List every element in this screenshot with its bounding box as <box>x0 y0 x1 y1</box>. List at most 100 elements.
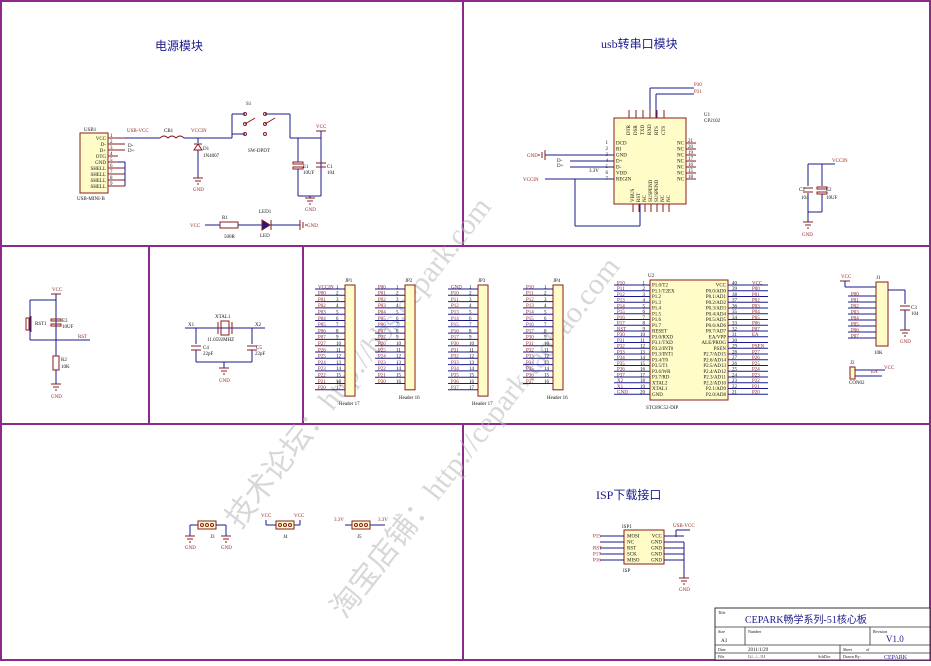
cp2102-right-pin-number: 20 <box>688 145 694 150</box>
mcu-right-pin-label: P2.2/AD10 <box>703 381 726 386</box>
d1-ref: D1 <box>203 147 210 152</box>
gnd-label-j3b: GND <box>221 546 232 551</box>
mcu-right-pin-label: P0.4/AD4 <box>706 312 727 317</box>
mcu-left-pin-number: 15 <box>640 362 646 367</box>
jp4-pin-number: 7 <box>544 323 547 328</box>
jp3-pin-number: 12 <box>469 355 475 360</box>
rst1-ref: RST1 <box>35 322 47 327</box>
jp4-pin-number: 14 <box>544 367 550 372</box>
power-module: USB1 VCC1D-2D+3OTG4GND5SHELL6SHELL7SHELL… <box>77 102 335 240</box>
title-block: Title CEPARK畅学系列-51核心板 Size A3 Number Re… <box>714 607 931 661</box>
jp2-net-label: P05 <box>378 317 386 322</box>
j2-name: CON02 <box>849 381 865 386</box>
mcu-left-pin-label: P1.2 <box>652 295 662 300</box>
d1-value: 1N4007 <box>203 154 220 159</box>
jp3-body <box>477 284 489 397</box>
j3-ref: J3 <box>210 535 215 540</box>
cp2102-left-pin-label: GND <box>616 154 627 159</box>
jp2-pin-number: 15 <box>396 374 402 379</box>
usb1-pin-stubs <box>108 137 126 187</box>
isp-left-net-label: RST <box>593 547 602 552</box>
mcu-right-pin-label: P2.3/AD11 <box>704 376 727 381</box>
jp4-net-label: P13 <box>526 304 534 309</box>
cp2102-left-pin-label: RI <box>616 148 621 153</box>
mcu-right-net-label: P02 <box>752 299 760 304</box>
mcu-left-net-label: X2 <box>617 379 624 384</box>
mcu-left-pin-label: P3.3/INT1 <box>652 353 674 358</box>
mcu-right-net-label: P27 <box>752 350 760 355</box>
jp1-net-label: P06 <box>318 329 326 334</box>
mcu-right-pin-label: ALE/PROG <box>702 341 727 346</box>
jp3-net-label: P34 <box>451 367 459 372</box>
mcu-right-pin-number: 29 <box>732 345 738 350</box>
gnd-label-cp2102: GND <box>527 154 538 159</box>
gnd-symbol-icon <box>538 150 546 160</box>
cp2102-left-pin-label: REGIN <box>616 178 632 183</box>
usb-vcc-net: USB-VCC <box>127 129 149 134</box>
jp3-pin-number: 7 <box>469 323 472 328</box>
cp2102-dplus-net: D+ <box>557 164 564 169</box>
number-label: Number <box>748 629 762 634</box>
jp3-net-label: GND <box>451 285 462 290</box>
mcu-right-pin-number: 32 <box>732 327 738 332</box>
section-title-isp: ISP下载接口 <box>596 487 661 502</box>
jp1-pin-number: 13 <box>336 361 342 366</box>
jp3-pin-number: 17 <box>469 386 475 391</box>
cp2102-bottom-pin-label: VBUS <box>631 188 636 202</box>
drawn-value: CEPARK <box>884 655 908 661</box>
jp4-net-label: P11 <box>526 292 534 297</box>
title-text: CEPARK畅学系列-51核心板 <box>745 613 867 626</box>
jp2-pin-number: 9 <box>396 336 399 341</box>
jp3-net-label: P13 <box>451 311 459 316</box>
cp2102-bottom-pin-label: NC <box>661 194 666 202</box>
mcu-right-pin-label: P2.0/AD8 <box>706 393 727 398</box>
jp2-net-label: P07 <box>378 329 386 334</box>
mcu-right-net-label: EA <box>752 333 759 338</box>
schdoc-value: SchDoc <box>818 654 831 659</box>
usb1-pin-number: 8 <box>110 176 113 181</box>
cp2102-top-pin-label: CTS <box>662 126 667 135</box>
isp-left-pin-label: RST <box>627 547 636 552</box>
c1-value: 104 <box>327 171 335 176</box>
c3-value: 104 <box>911 312 919 317</box>
mcu-right-pin-label: P0.2/AD2 <box>706 301 727 306</box>
u2-mcu-body <box>649 279 729 401</box>
jp3-pin-number: 16 <box>469 380 475 385</box>
gnd-label-led: GND <box>307 224 318 229</box>
gnd-symbol-icon <box>299 220 307 230</box>
mcu-right-pin-label: P0.3/AD3 <box>706 307 727 312</box>
jp2-pin-number: 1 <box>396 285 399 290</box>
e2-value: 10UF <box>826 196 838 201</box>
mcu-left-pin-label: P3.0/RXD <box>652 335 673 340</box>
s1-ref: S1 <box>246 102 252 107</box>
pullup-net-label: P02 <box>851 304 859 309</box>
jp1-net-label: P02 <box>318 304 326 309</box>
c3-ref: C3 <box>911 306 917 311</box>
cp2102-bottom-pin-label: NC <box>667 194 672 202</box>
jp3-net-label: P11 <box>451 298 459 303</box>
p31-net: P31 <box>694 90 702 95</box>
pullup-net-label: P01 <box>851 298 859 303</box>
mcu-left-pin-number: 19 <box>640 385 646 390</box>
jp4-net-label: P37 <box>526 380 534 385</box>
isp-right-pin-label: GND <box>651 547 662 552</box>
cp2102-right-pin-label: NC <box>677 178 685 183</box>
jp4-net-label: P15 <box>526 317 534 322</box>
cp2102-right-pin-label: NC <box>677 172 685 177</box>
gnd-symbol-icon <box>51 383 61 391</box>
jp3-net-label: P33 <box>451 361 459 366</box>
j2-ref: J2 <box>850 361 855 366</box>
mcu-right-net-label: P22 <box>752 379 760 384</box>
section-title-usb-serial: usb转串口模块 <box>601 36 678 51</box>
cp2102-left-pin-label: D+ <box>616 160 623 165</box>
j1-ref: J1 <box>876 276 881 281</box>
jp2-net-label: P24 <box>378 355 386 360</box>
cp2102-top-pin-label: RTS <box>655 126 660 135</box>
e2-capacitor-icon <box>816 186 828 190</box>
mcu-right-net-label: P24 <box>752 368 760 373</box>
mcu-left-pin-label: P3.7/RD <box>652 376 670 381</box>
watermark-shop: 淘宝店铺：http://cepark.taobao.com <box>325 251 627 625</box>
mcu-right-pin-number: 26 <box>732 362 738 367</box>
